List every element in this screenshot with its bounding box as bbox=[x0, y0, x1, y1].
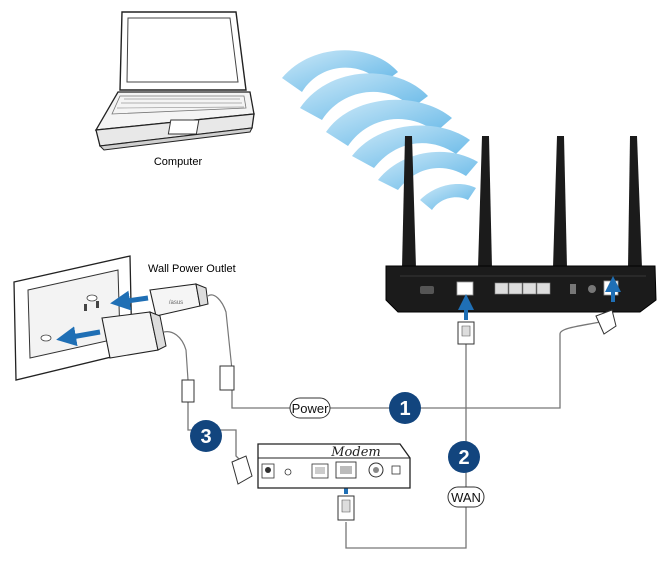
ferrite-core bbox=[219, 365, 235, 391]
svg-text:Power: Power bbox=[292, 401, 330, 416]
ferrite-core bbox=[181, 379, 195, 403]
svg-text:2: 2 bbox=[458, 447, 469, 469]
power-cable bbox=[231, 315, 609, 409]
modem bbox=[257, 443, 411, 489]
svg-text:1: 1 bbox=[399, 398, 410, 420]
lan-port bbox=[536, 282, 551, 295]
router-antenna bbox=[553, 136, 567, 268]
computer-label: Computer bbox=[154, 156, 203, 168]
modem-label: Modem bbox=[330, 445, 380, 460]
router-antenna bbox=[478, 136, 492, 268]
router-antenna bbox=[628, 136, 642, 268]
step-badge-3: 3 bbox=[190, 420, 222, 452]
svg-text:/asus: /asus bbox=[169, 300, 183, 306]
step-badge-1: 1 bbox=[389, 392, 421, 424]
power-cable-label: Power bbox=[289, 397, 331, 419]
wan-port bbox=[456, 281, 474, 296]
lan-port bbox=[494, 282, 509, 295]
router bbox=[385, 136, 657, 313]
modem-power-adapter bbox=[101, 311, 189, 381]
svg-text:3: 3 bbox=[200, 426, 211, 448]
wall-outlet-label: Wall Power Outlet bbox=[148, 263, 236, 275]
svg-text:WAN: WAN bbox=[451, 490, 481, 505]
wan-cable-label: WAN bbox=[447, 486, 485, 508]
dc-plug bbox=[595, 309, 617, 335]
wall-power-outlet bbox=[13, 255, 133, 381]
laptop-computer bbox=[94, 11, 255, 151]
lan-port bbox=[508, 282, 523, 295]
lan-port bbox=[522, 282, 537, 295]
plug-in-arrow bbox=[56, 326, 101, 347]
plug-in-arrow bbox=[110, 290, 149, 311]
wifi-signal-icon bbox=[282, 50, 478, 210]
router-power-adapter: /asus bbox=[149, 283, 233, 371]
modem-power-cable bbox=[187, 380, 245, 465]
step-badge-2: 2 bbox=[448, 441, 480, 473]
router-antenna bbox=[402, 136, 416, 268]
dc-plug bbox=[231, 455, 253, 485]
